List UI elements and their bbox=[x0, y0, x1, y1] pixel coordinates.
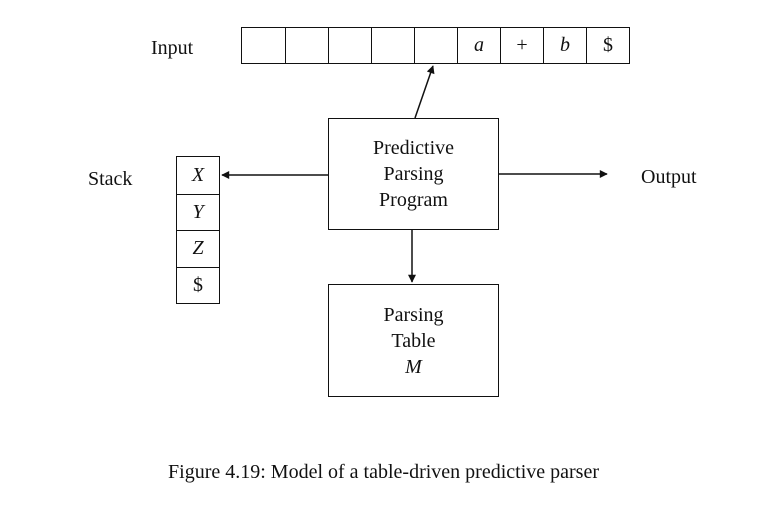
input-tape-cell-plus: + bbox=[500, 28, 543, 63]
input-tape-cell bbox=[371, 28, 414, 63]
table-box-line: Table bbox=[391, 329, 436, 352]
output-label: Output bbox=[641, 166, 697, 188]
table-box-line: Parsing bbox=[383, 303, 444, 326]
figure-caption: Figure 4.19: Model of a table-driven pre… bbox=[168, 461, 599, 483]
input-tape-cell bbox=[285, 28, 328, 63]
table-box-line: M bbox=[405, 355, 422, 378]
program-box-line: Predictive bbox=[372, 137, 455, 159]
input-tape-cell bbox=[414, 28, 457, 63]
program-box-line: Parsing bbox=[383, 163, 444, 185]
program-box-line: Program bbox=[379, 189, 448, 211]
input-label: Input bbox=[151, 37, 194, 59]
parsing-table-box: Parsing Table M bbox=[328, 284, 499, 397]
stack-cell: Z bbox=[177, 230, 219, 267]
input-tape-cell bbox=[328, 28, 371, 63]
stack-label: Stack bbox=[88, 168, 133, 190]
stack-cell: Y bbox=[177, 193, 219, 231]
input-tape-cell-b: b bbox=[543, 28, 586, 63]
input-tape-cell-end-marker: $ bbox=[586, 28, 629, 63]
stack-cell-top: X bbox=[191, 163, 205, 186]
predictive-parsing-program-box: Predictive Parsing Program bbox=[328, 118, 499, 230]
input-tape-cell-a: a bbox=[457, 28, 500, 63]
arrow-program-to-input bbox=[414, 65, 435, 119]
input-tape: a + b $ bbox=[241, 27, 630, 64]
parser-stack: X Y Z $ bbox=[176, 156, 220, 304]
stack-cell-bottom-marker: $ bbox=[177, 266, 219, 304]
